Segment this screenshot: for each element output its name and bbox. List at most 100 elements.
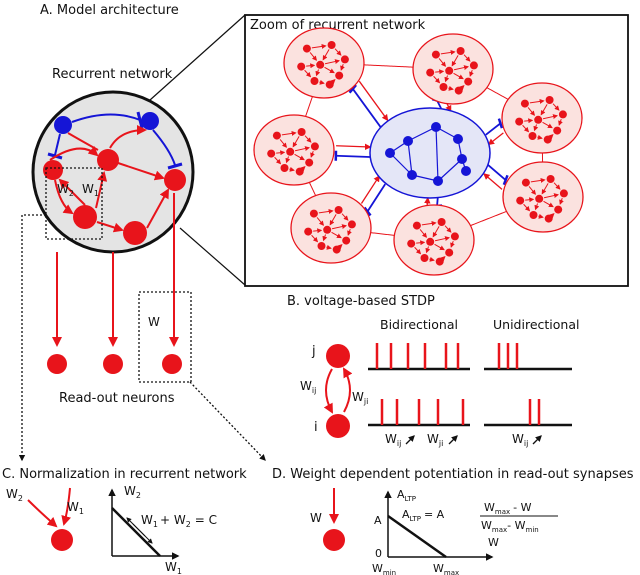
excitatory-neuron — [420, 254, 429, 262]
inhibitory-neuron — [385, 148, 395, 158]
excitatory-cluster — [412, 33, 494, 105]
potentiation-diagram: W ALTP A 0 W Wmin Wmax ALTP= A Wmax- W W… — [310, 488, 558, 575]
excitatory-neuron — [297, 62, 306, 71]
excitatory-cluster — [253, 114, 335, 186]
intra-cluster-synapse — [459, 85, 465, 91]
intra-cluster-synapse — [540, 104, 548, 116]
excitatory-neuron — [327, 41, 336, 49]
inhibitory-neuron — [403, 136, 413, 146]
intra-cluster-synapse — [435, 69, 445, 75]
intra-cluster-synapse — [527, 107, 536, 116]
intra-cluster-synapse — [313, 228, 323, 234]
hub-inhibition-connection — [485, 122, 501, 136]
excitatory-neuron — [325, 80, 334, 89]
intra-cluster-synapse — [541, 183, 549, 195]
excitatory-neuron — [544, 214, 553, 223]
intra-cluster-synapse — [463, 54, 471, 62]
intra-cluster-synapse — [548, 134, 554, 140]
svg-text:j: j — [311, 344, 316, 359]
svg-text:W: W — [148, 315, 160, 329]
intra-cluster-synapse — [322, 234, 328, 242]
svg-text:Wmin: Wmin — [372, 562, 396, 575]
excitatory-cluster — [290, 192, 372, 264]
excitatory-neuron — [456, 47, 465, 55]
intra-cluster-synapse — [294, 153, 305, 161]
hub-inhibition-connection — [487, 163, 507, 181]
excitatory-neuron — [317, 242, 326, 250]
panel-c-title: C. Normalization in recurrent network — [2, 467, 247, 482]
svg-text:W1: W1 — [82, 182, 99, 198]
cluster-to-hub-connection — [360, 175, 380, 204]
excitatory-neuron — [267, 149, 276, 158]
intra-cluster-synapse — [414, 246, 422, 255]
intra-cluster-synapse — [429, 256, 435, 262]
excitatory-neuron — [469, 61, 478, 70]
intra-cluster-synapse — [306, 63, 316, 69]
intra-cluster-synapse — [310, 150, 315, 158]
excitatory-neuron — [535, 194, 544, 203]
intra-cluster-synapse — [309, 52, 318, 61]
excitatory-neuron — [272, 131, 281, 140]
hub-synapse — [407, 140, 413, 176]
intra-cluster-synapse — [558, 118, 563, 126]
excitatory-neuron — [286, 147, 295, 156]
excitatory-neuron — [426, 237, 435, 246]
stdp-neuron-pair: j i Wij Wji — [300, 344, 368, 438]
intra-cluster-synapse — [559, 197, 564, 205]
svg-text:W2: W2 — [6, 487, 23, 503]
intra-cluster-synapse — [279, 139, 288, 148]
intra-cluster-synapse — [319, 79, 325, 85]
excitatory-cluster — [283, 27, 365, 99]
svg-text:A: A — [374, 514, 382, 527]
intra-cluster-synapse — [433, 75, 441, 84]
intra-cluster-synapse — [534, 203, 540, 211]
hub-inhibition-connection — [366, 183, 386, 212]
excitatory-neuron — [529, 211, 538, 219]
intra-cluster-synapse — [523, 203, 531, 212]
intra-cluster-synapse — [316, 217, 325, 226]
intra-cluster-synapse — [334, 48, 342, 56]
intra-cluster-synapse — [543, 200, 554, 208]
intra-cluster-synapse — [330, 79, 336, 85]
svg-text:W2: W2 — [124, 484, 141, 500]
svg-text:Wmax: Wmax — [433, 562, 459, 575]
excitatory-neuron — [545, 96, 554, 104]
intra-cluster-synapse — [553, 182, 561, 190]
hub-synapse — [437, 158, 463, 182]
excitatory-neuron — [407, 239, 416, 248]
excitatory-neuron — [280, 164, 289, 172]
intra-cluster-synapse — [324, 66, 335, 74]
intra-cluster-synapse — [438, 58, 447, 67]
intra-cluster-synapse — [543, 193, 560, 199]
intra-cluster-synapse — [331, 231, 342, 239]
intra-cluster-synapse — [451, 55, 459, 67]
intra-cluster-synapse — [304, 69, 312, 78]
hub-synapse — [435, 126, 439, 182]
excitatory-neuron — [332, 245, 341, 254]
zoom-title: Zoom of recurrent network — [250, 18, 426, 33]
intra-cluster-synapse — [326, 244, 332, 250]
intra-cluster-synapse — [281, 130, 297, 136]
spike-trains — [368, 343, 572, 427]
intra-cluster-synapse — [524, 118, 534, 124]
svg-text:0: 0 — [375, 547, 382, 560]
intra-cluster-synapse — [315, 69, 321, 77]
intra-cluster-synapse — [322, 49, 330, 61]
readout-connections: W — [47, 193, 192, 383]
intra-cluster-synapse — [440, 49, 456, 55]
svg-text:Wij: Wij — [300, 379, 316, 395]
intra-cluster-synapse — [530, 177, 546, 183]
intra-cluster-synapse — [311, 43, 327, 49]
svg-text:W1: W1 — [165, 560, 182, 575]
svg-text:Wij: Wij — [385, 432, 401, 448]
intra-cluster-synapse — [469, 69, 474, 77]
intra-cluster-synapse — [529, 98, 545, 104]
panel-a-title: A. Model architecture — [40, 3, 179, 18]
intra-cluster-synapse — [276, 150, 286, 156]
selection-box-recurrent — [45, 167, 103, 240]
intra-cluster-synapse — [448, 85, 454, 91]
excitatory-neuron — [558, 110, 567, 119]
intra-cluster-synapse — [340, 63, 345, 71]
svg-text:Wij: Wij — [512, 432, 528, 448]
zoom-network — [253, 27, 584, 276]
